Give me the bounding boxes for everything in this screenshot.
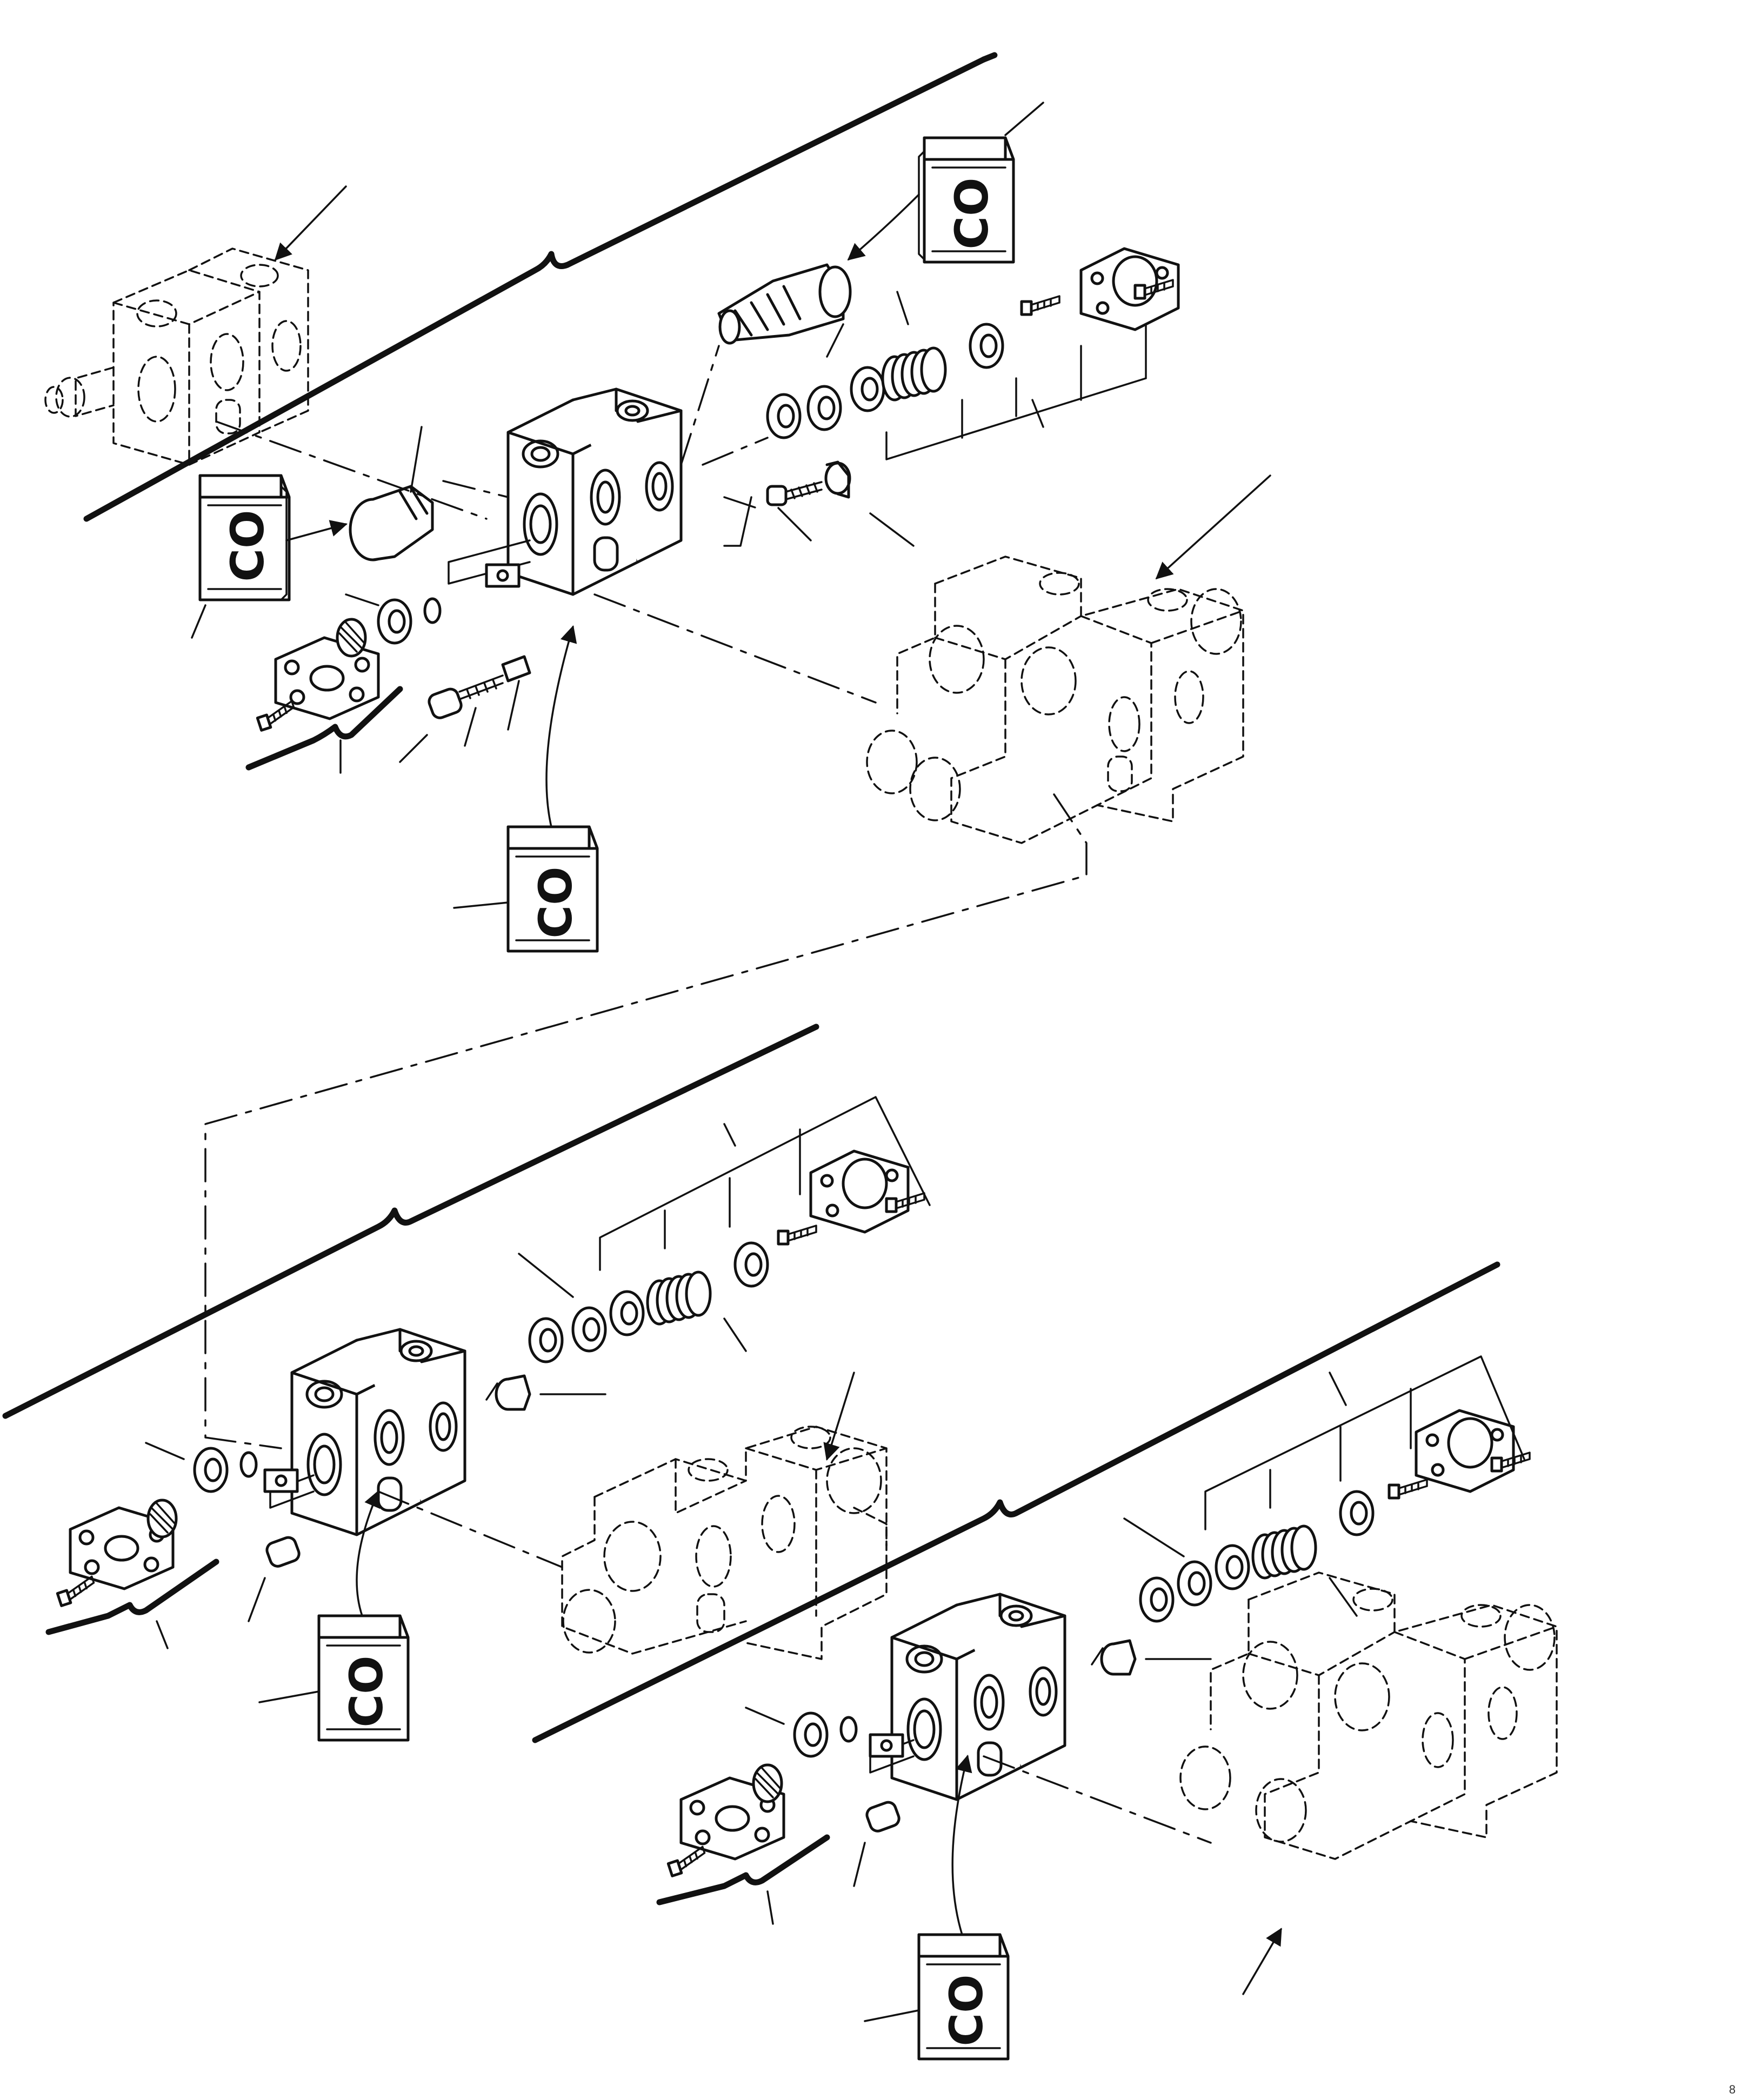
collar-top	[851, 367, 884, 411]
washer-left-bottom	[795, 1713, 827, 1756]
plug-left-top	[428, 655, 531, 719]
washer-top	[808, 386, 841, 430]
spring-bottom	[1253, 1526, 1316, 1578]
valve-body-bottom	[892, 1594, 1065, 1800]
plug-left-middle	[265, 1536, 301, 1568]
o-ring-middle	[530, 1319, 562, 1362]
screw-middle	[778, 1226, 816, 1244]
end-cap-middle	[809, 1149, 910, 1234]
washer-left-middle	[195, 1448, 227, 1492]
detent-bottom	[752, 1763, 783, 1803]
screw-top	[1022, 296, 1059, 315]
detent-top	[336, 618, 367, 658]
relief-valve-top	[717, 263, 852, 345]
collar-bottom	[1216, 1546, 1249, 1589]
retainer-middle	[735, 1243, 768, 1286]
o-ring-left-middle	[239, 1451, 258, 1478]
seal-tag-mid-left: CO	[319, 1616, 408, 1740]
end-cap-top	[1079, 247, 1180, 331]
spring-top	[883, 348, 945, 400]
ghost-valve-top-right	[866, 556, 1244, 844]
spring-middle	[648, 1272, 710, 1324]
plug-spring-top	[766, 460, 851, 506]
washer-left-top	[378, 600, 411, 643]
retainer-bottom	[1340, 1492, 1373, 1535]
detent-middle	[146, 1499, 178, 1539]
end-cap-bottom	[1415, 1409, 1515, 1493]
washer-bottom	[1178, 1562, 1211, 1605]
screw-bottom	[1389, 1480, 1427, 1498]
ghost-valve-top-left	[44, 248, 309, 466]
o-ring-left-bottom	[839, 1716, 858, 1743]
seal-tag-bottom-right: CO	[919, 1935, 1008, 2059]
seal-tag-top-left: CO	[200, 476, 289, 600]
collar-middle	[611, 1292, 643, 1335]
seal-tag-top-center: CO	[508, 827, 597, 951]
o-ring-left-top	[423, 597, 442, 624]
top-brace-line	[83, 56, 987, 522]
o-ring-top	[768, 394, 800, 438]
flange-bolt-middle	[56, 1576, 97, 1606]
tag-glyph: CO	[945, 177, 998, 249]
middle-brace-line	[2, 1024, 819, 1419]
o-ring-bottom	[1140, 1578, 1173, 1621]
plug-left-bottom	[865, 1801, 900, 1833]
washer-middle	[573, 1308, 605, 1351]
flange-bolt-bottom	[666, 1847, 708, 1876]
tag-glyph: CO	[529, 866, 582, 938]
ghost-valve-bottom-right	[1179, 1571, 1558, 1860]
valve-body-top	[508, 389, 681, 594]
tag-glyph: CO	[340, 1655, 393, 1727]
seal-tag-top-right: CO	[924, 138, 1013, 262]
tag-glyph: CO	[221, 510, 274, 581]
bottom-brace-line	[532, 1261, 1500, 1743]
valve-body-middle	[292, 1329, 465, 1535]
corner-mark: 8	[1729, 2083, 1736, 2096]
plug-middle	[485, 1374, 531, 1411]
relief-plug-left	[349, 485, 434, 561]
retainer-top	[970, 324, 1003, 367]
tag-glyph: CO	[940, 1974, 993, 2046]
ghost-valve-middle	[561, 1426, 888, 1660]
plug-bottom	[1091, 1639, 1137, 1676]
